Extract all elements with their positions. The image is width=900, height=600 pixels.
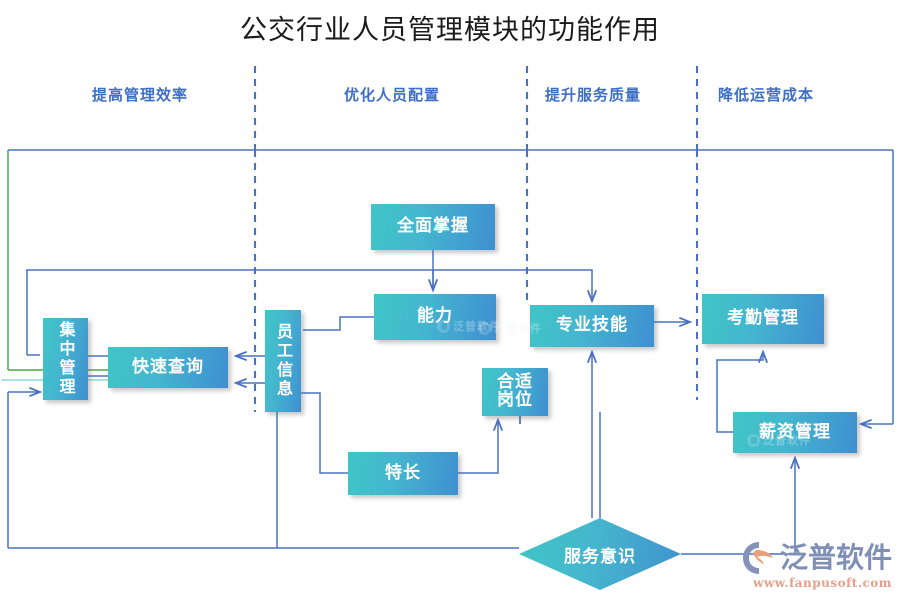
column-header-0: 提高管理效率 — [92, 87, 189, 104]
flow-connectors — [2, 149, 894, 555]
node-zhuanye[interactable]: 专业技能 — [530, 305, 654, 347]
node-fuwu-yishi[interactable]: 服务意识 — [519, 518, 681, 590]
node-label: 能力 — [417, 306, 453, 327]
node-jizhong[interactable]: 集中管理 — [43, 318, 88, 400]
node-label: 合适 岗位 — [497, 372, 533, 410]
column-header-1: 优化人员配置 — [344, 87, 441, 104]
node-techang[interactable]: 特长 — [348, 452, 458, 495]
fanpu-logo-icon — [742, 541, 776, 575]
column-header-2: 提升服务质量 — [545, 87, 642, 104]
node-heshi[interactable]: 合适 岗位 — [482, 368, 548, 416]
node-kaoqin[interactable]: 考勤管理 — [702, 294, 824, 344]
node-nengli[interactable]: 能力 — [374, 294, 496, 340]
brand-logo-row: 泛普软件 — [742, 541, 892, 575]
node-xinzi[interactable]: 薪资管理 — [733, 412, 857, 453]
node-label: 集中管理 — [56, 321, 76, 397]
brand-name: 泛普软件 — [779, 541, 892, 574]
node-label: 专业技能 — [556, 315, 628, 336]
node-label: 全面掌握 — [397, 216, 469, 237]
node-label: 特长 — [385, 462, 421, 483]
brand-logo: 泛普软件 www.fanpusoft.com — [742, 541, 892, 590]
node-label: 考勤管理 — [727, 308, 799, 329]
node-kuaisu[interactable]: 快速查询 — [108, 347, 228, 388]
brand-url: www.fanpusoft.com — [753, 576, 892, 590]
node-label: 快速查询 — [132, 356, 204, 377]
node-label: 服务意识 — [564, 546, 636, 567]
node-yuangong[interactable]: 员工信息 — [265, 310, 301, 412]
node-label: 员工信息 — [273, 323, 293, 399]
column-divider-lines — [253, 66, 699, 412]
column-header-3: 降低运营成本 — [718, 87, 815, 104]
page-title: 公交行业人员管理模块的功能作用 — [240, 15, 660, 46]
node-quanmian[interactable]: 全面掌握 — [371, 204, 495, 250]
node-label: 薪资管理 — [759, 421, 831, 442]
